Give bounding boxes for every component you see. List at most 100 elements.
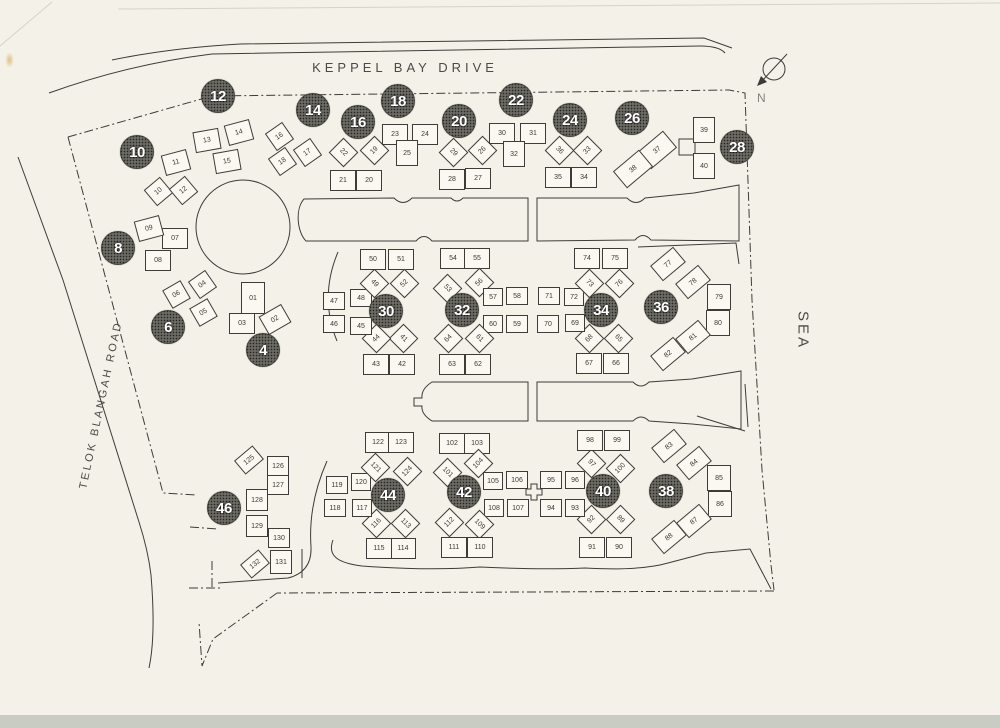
unit-block-57: 57 [483,288,503,306]
block-circle-28: 28 [720,130,754,164]
unit-block-90: 90 [606,536,632,558]
unit-block-63: 63 [439,353,465,375]
unit-block-65: 65 [603,323,633,353]
unit-block-48: 48 [350,289,372,307]
unit-block-95: 95 [540,471,562,489]
unit-block-17: 17 [292,137,322,167]
unit-block-93: 93 [565,499,585,517]
sea-label: SEA [794,310,812,350]
block-circle-4: 4 [246,333,280,367]
unit-block-18: 18 [267,146,297,176]
unit-block-72: 72 [564,288,584,306]
unit-block-110: 110 [467,536,493,558]
block-circle-42: 42 [447,475,481,509]
unit-block-29: 29 [438,137,468,167]
unit-block-102: 102 [439,432,465,454]
unit-block-129: 129 [246,515,268,537]
unit-block-11: 11 [160,148,192,176]
unit-block-131: 131 [270,550,292,574]
unit-block-39: 39 [693,117,715,143]
unit-block-75: 75 [602,247,628,269]
unit-block-31: 31 [520,122,546,144]
unit-block-50: 50 [360,248,386,270]
scan-stain [5,52,14,68]
unit-block-71: 71 [538,287,560,305]
unit-block-79: 79 [707,284,731,310]
unit-block-108: 108 [484,499,504,517]
block-circle-16: 16 [341,105,375,139]
unit-block-126: 126 [267,456,289,476]
scan-bottom-band [0,715,1000,728]
unit-block-60: 60 [483,315,503,333]
unit-block-55: 55 [464,247,490,269]
block-circle-22: 22 [499,83,533,117]
unit-block-66: 66 [603,352,629,374]
unit-block-04: 04 [187,269,217,299]
unit-block-51: 51 [388,248,414,270]
unit-block-128: 128 [246,489,268,511]
unit-block-83: 83 [651,428,687,464]
block-circle-44: 44 [371,478,405,512]
unit-block-35: 35 [545,166,571,188]
unit-block-85: 85 [707,465,731,491]
unit-block-94: 94 [540,499,562,517]
block-circle-38: 38 [649,474,683,508]
block-circle-6: 6 [151,310,185,344]
unit-block-120: 120 [351,473,371,491]
unit-block-76: 76 [604,268,634,298]
north-label: N [757,91,766,105]
unit-block-58: 58 [506,287,528,305]
block-circle-20: 20 [442,104,476,138]
unit-block-114: 114 [390,537,416,559]
unit-block-99: 99 [604,429,630,451]
unit-block-45: 45 [350,317,372,335]
unit-block-89: 89 [605,504,635,534]
roundabout-circle [195,179,291,275]
unit-block-25: 25 [396,140,418,166]
unit-block-09: 09 [133,214,165,242]
unit-block-41: 41 [388,323,418,353]
unit-block-86: 86 [708,491,732,517]
unit-block-24: 24 [412,123,438,145]
unit-block-03: 03 [229,312,255,334]
unit-block-12: 12 [168,175,198,205]
unit-block-103: 103 [464,432,490,454]
unit-block-105: 105 [483,472,503,490]
unit-block-69: 69 [565,314,585,332]
unit-block-54: 54 [440,247,466,269]
unit-block-106: 106 [506,471,528,489]
unit-block-36: 36 [544,135,574,165]
unit-block-118: 118 [324,499,346,517]
road-label-keppel-bay-drive: KEPPEL BAY DRIVE [312,60,498,75]
block-circle-34: 34 [584,293,618,327]
unit-block-07: 07 [162,227,188,249]
unit-block-80: 80 [706,310,730,336]
unit-block-130: 130 [268,528,290,548]
site-boundary [67,89,775,667]
unit-block-10: 10 [143,176,173,206]
unit-block-52: 52 [389,268,419,298]
waterways [297,184,742,501]
unit-block-117: 117 [352,499,372,517]
block-circle-36: 36 [644,290,678,324]
unit-block-28: 28 [439,168,465,190]
unit-block-96: 96 [565,471,585,489]
unit-block-98: 98 [577,429,603,451]
unit-block-06: 06 [161,279,191,309]
unit-block-74: 74 [574,247,600,269]
unit-block-43: 43 [363,353,389,375]
unit-block-14: 14 [223,118,255,146]
block-circle-32: 32 [445,293,479,327]
unit-block-62: 62 [465,353,491,375]
block-circle-10: 10 [120,135,154,169]
unit-block-127: 127 [267,475,289,495]
unit-block-78: 78 [675,264,711,300]
north-compass-icon [757,53,788,86]
unit-block-40: 40 [693,153,715,179]
roads-drawing [17,37,733,669]
unit-block-15: 15 [212,148,242,174]
unit-block-27: 27 [465,167,491,189]
unit-block-91: 91 [579,536,605,558]
